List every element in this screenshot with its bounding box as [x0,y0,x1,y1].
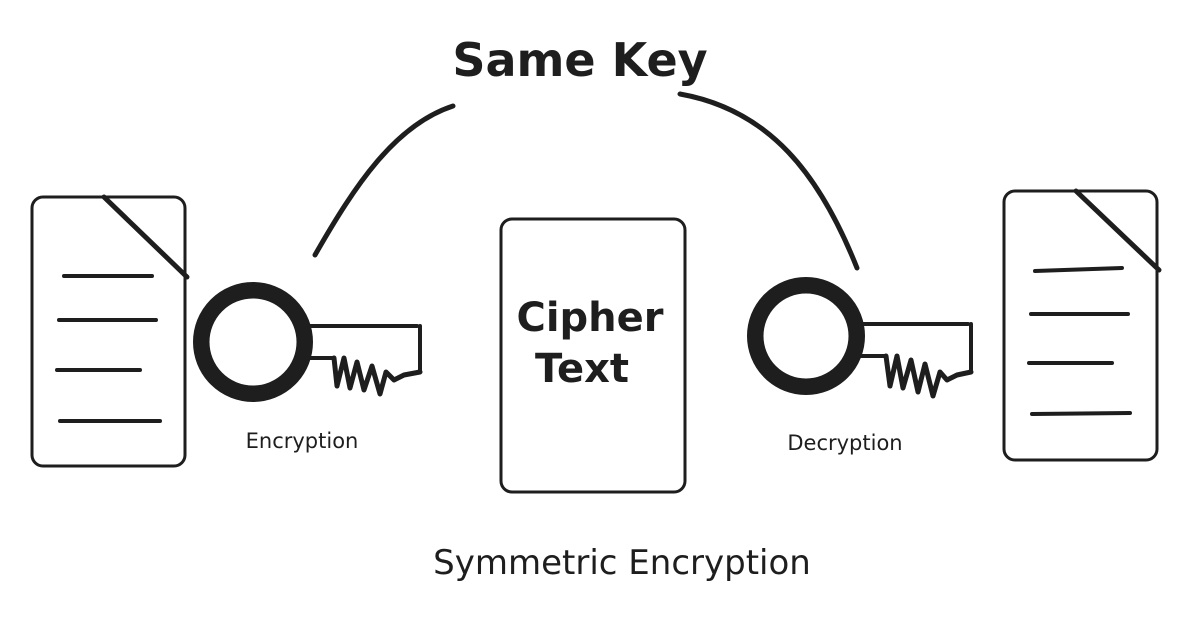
right-arc-connector [677,91,860,271]
cipher-text-card [499,217,687,494]
diagram-title: Same Key [452,33,707,87]
decryption-key-icon [747,277,974,399]
encryption-key-icon [193,282,423,402]
decryption-label: Decryption [787,431,902,455]
plaintext-document-icon-left [30,194,190,468]
encryption-label: Encryption [246,429,359,453]
left-arc-connector [312,103,456,258]
plaintext-document-icon-right [1002,188,1162,462]
cipher-text-line-1: Cipher [516,295,663,341]
cipher-text-line-2: Text [535,346,629,392]
diagram-caption: Symmetric Encryption [433,543,811,583]
